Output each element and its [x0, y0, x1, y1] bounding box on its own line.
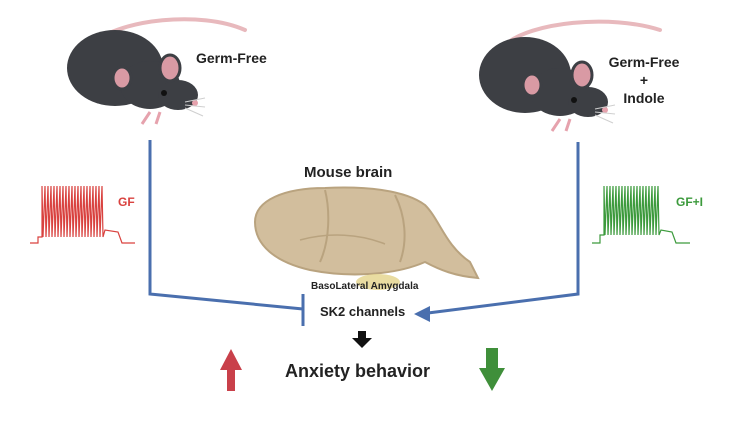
anxiety-behavior-label: Anxiety behavior	[285, 361, 431, 381]
label-germ-free-indole: Germ-Free + Indole	[604, 53, 684, 107]
label-gf-i: GF+I	[676, 195, 704, 209]
sk2-channels-label: SK2 channels	[320, 304, 406, 319]
trace-gf-i	[592, 185, 690, 244]
down-arrow-icon	[479, 348, 505, 391]
label-germ-free-indole-line3: Indole	[623, 90, 665, 106]
down-arrow-small-icon	[352, 331, 372, 348]
label-germ-free-indole-line1: Germ-Free	[608, 54, 680, 70]
up-arrow-icon	[220, 349, 242, 391]
mouse-right-icon	[479, 19, 662, 132]
mouse-left-icon	[67, 17, 247, 125]
brain-title: Mouse brain	[304, 164, 393, 181]
brain-icon	[253, 186, 480, 290]
label-germ-free: Germ-Free	[196, 50, 267, 66]
label-germ-free-indole-line2: +	[639, 72, 649, 88]
label-gf: GF	[118, 195, 135, 209]
pathway-right	[414, 142, 580, 322]
brain-region-label: BasoLateral Amygdala	[311, 281, 419, 292]
trace-gf	[30, 185, 135, 244]
pathway-left	[148, 140, 305, 326]
